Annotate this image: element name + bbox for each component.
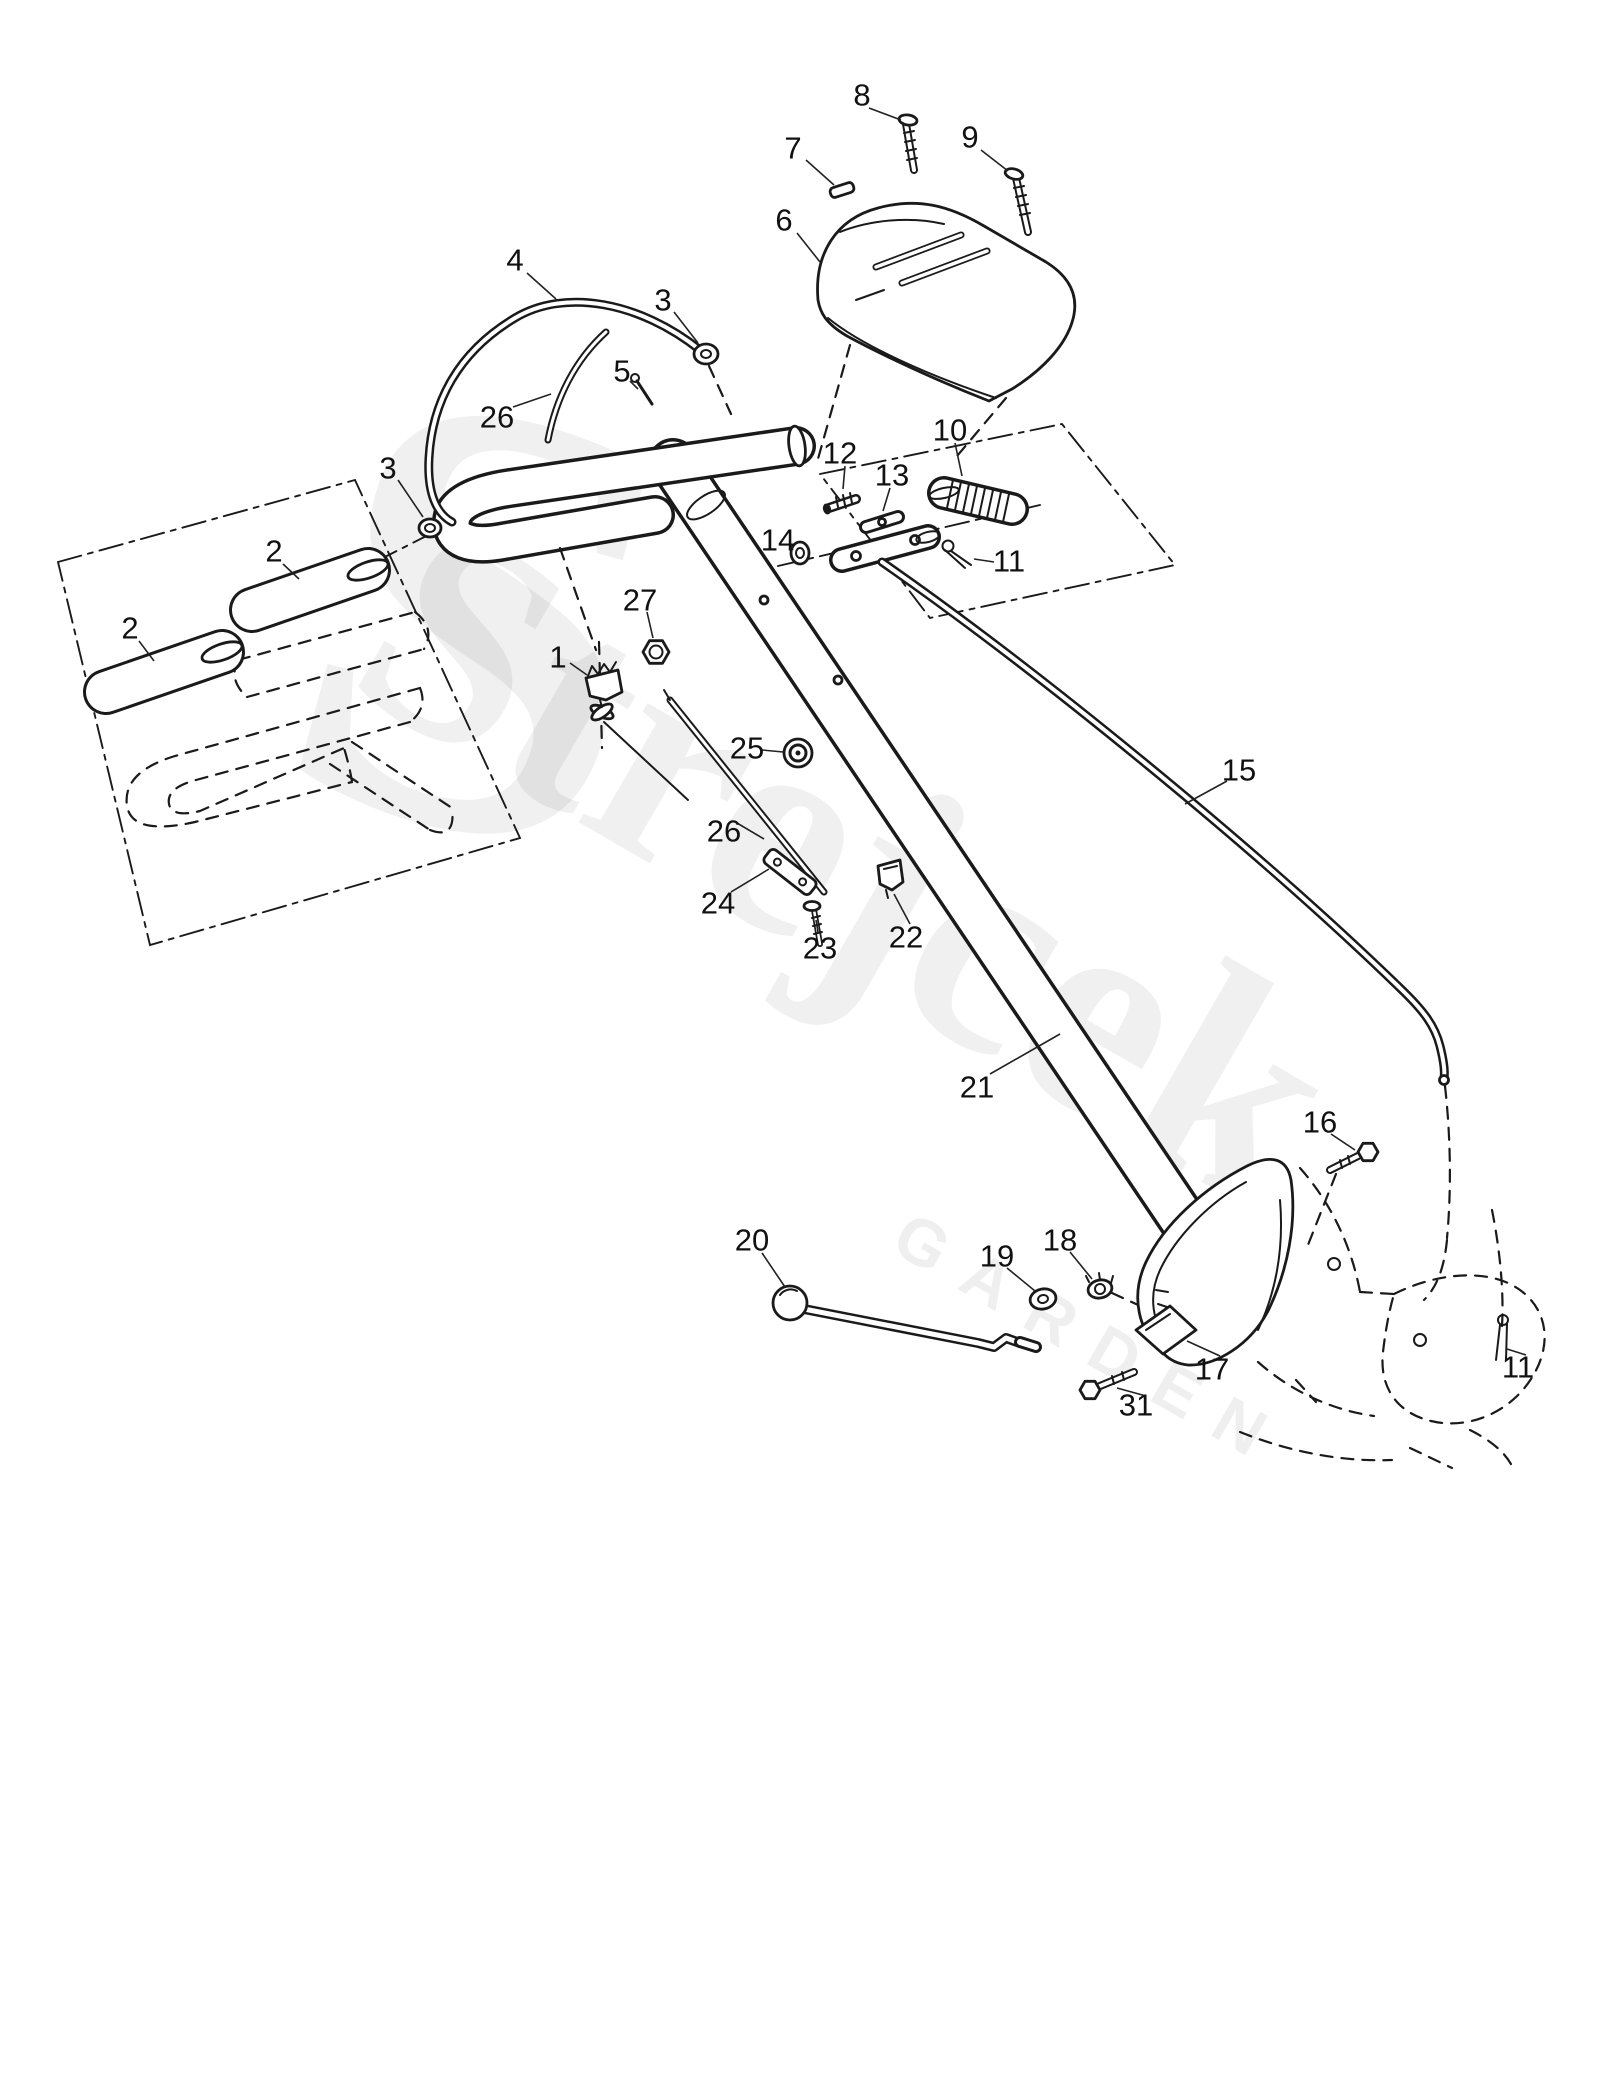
part-label-18: 18 bbox=[1043, 1223, 1077, 1258]
leader-line bbox=[1116, 1387, 1147, 1397]
part-label-4: 4 bbox=[506, 243, 523, 278]
plate-24 bbox=[762, 848, 818, 896]
part-label-11: 11 bbox=[993, 544, 1025, 579]
cotter-pin-small bbox=[630, 373, 654, 406]
inner-rod-lower bbox=[663, 689, 828, 896]
bolt-12 bbox=[822, 492, 861, 515]
cotter-pin-11 bbox=[941, 539, 972, 569]
leader-line bbox=[1006, 1267, 1036, 1292]
bolt-31 bbox=[1078, 1368, 1138, 1401]
part-label-17: 17 bbox=[1195, 1352, 1229, 1387]
washer-top-right bbox=[692, 342, 733, 416]
leader-line bbox=[868, 107, 902, 121]
hairpin-clip-11 bbox=[1495, 1314, 1509, 1361]
bolt-16 bbox=[1304, 1141, 1380, 1252]
leader-line bbox=[1330, 1133, 1356, 1151]
leader-line bbox=[282, 563, 300, 580]
leader-line bbox=[1184, 780, 1228, 805]
leader-line bbox=[1506, 1348, 1527, 1356]
leader-line bbox=[882, 487, 891, 512]
part-label-26: 26 bbox=[480, 400, 514, 435]
leader-line bbox=[1186, 1340, 1221, 1357]
leader-line bbox=[1069, 1251, 1093, 1280]
part-label-13: 13 bbox=[875, 458, 909, 493]
ribbed-grip-10 bbox=[927, 476, 1029, 526]
part-label-3: 3 bbox=[654, 283, 671, 318]
part-label-7: 7 bbox=[784, 131, 801, 166]
part-label-2: 2 bbox=[121, 611, 138, 646]
leader-line bbox=[730, 868, 770, 893]
part-label-10: 10 bbox=[933, 413, 967, 448]
part-label-9: 9 bbox=[961, 120, 978, 155]
bail-rod bbox=[424, 297, 705, 527]
part-label-6: 6 bbox=[775, 203, 792, 238]
part-label-25: 25 bbox=[730, 731, 764, 766]
grip-lower bbox=[83, 629, 245, 715]
leader-line bbox=[761, 749, 784, 753]
part-label-23: 23 bbox=[803, 931, 837, 966]
leader-line bbox=[736, 822, 765, 840]
left-assembly-boundary bbox=[56, 478, 522, 947]
leader-line bbox=[673, 311, 699, 344]
washer-left bbox=[417, 517, 443, 539]
leader-line bbox=[629, 380, 639, 390]
part-label-8: 8 bbox=[853, 78, 870, 113]
leader-line bbox=[138, 640, 155, 662]
part-label-14: 14 bbox=[761, 523, 795, 558]
leader-line bbox=[815, 919, 819, 933]
leader-line bbox=[526, 272, 557, 300]
grommet-25 bbox=[782, 737, 814, 769]
part-label-15: 15 bbox=[1222, 753, 1256, 788]
washer-19 bbox=[1028, 1287, 1058, 1311]
part-label-21: 21 bbox=[960, 1070, 994, 1105]
rod-end-stub bbox=[829, 524, 941, 573]
top-cover bbox=[816, 201, 1077, 403]
leader-line bbox=[796, 232, 821, 263]
part-label-31: 31 bbox=[1119, 1388, 1153, 1423]
leader-line bbox=[954, 442, 963, 477]
flange-nut-18 bbox=[1085, 1272, 1164, 1318]
leader-line bbox=[893, 893, 911, 925]
wedge-17 bbox=[1134, 1304, 1198, 1356]
leader-line bbox=[761, 1252, 786, 1288]
part-label-3: 3 bbox=[379, 451, 396, 486]
screw-8 bbox=[897, 113, 919, 174]
leader-line bbox=[789, 544, 794, 551]
leader-line bbox=[842, 465, 846, 490]
part-label-20: 20 bbox=[735, 1223, 769, 1258]
part-label-2: 2 bbox=[265, 534, 282, 569]
part-label-19: 19 bbox=[980, 1239, 1014, 1274]
lever-rod-15 bbox=[877, 557, 1451, 1240]
hex-nut-27 bbox=[641, 639, 671, 665]
part-label-26: 26 bbox=[707, 814, 741, 849]
part-label-5: 5 bbox=[613, 354, 630, 389]
part-label-1: 1 bbox=[549, 640, 566, 675]
shift-lever-20 bbox=[771, 1284, 1042, 1353]
leader-line bbox=[973, 558, 995, 563]
leader-line bbox=[512, 393, 552, 408]
leader-line bbox=[569, 662, 588, 676]
bushing-13 bbox=[859, 510, 905, 534]
part-label-27: 27 bbox=[623, 583, 657, 618]
part-label-11: 11 bbox=[1502, 1350, 1534, 1385]
leader-line bbox=[646, 611, 654, 639]
clip-7 bbox=[828, 181, 856, 199]
leader-line bbox=[397, 479, 424, 518]
grip-upper bbox=[229, 547, 391, 633]
clamp-bracket-1 bbox=[558, 546, 689, 801]
part-label-16: 16 bbox=[1303, 1105, 1337, 1140]
part-label-22: 22 bbox=[889, 920, 923, 955]
washer-14 bbox=[789, 540, 811, 566]
inner-rod-upper bbox=[544, 328, 610, 444]
clip-22 bbox=[876, 858, 905, 899]
leader-line bbox=[805, 159, 835, 186]
leader-line bbox=[980, 149, 1009, 172]
part-label-12: 12 bbox=[823, 436, 857, 471]
leader-line bbox=[989, 1033, 1061, 1075]
part-label-24: 24 bbox=[701, 886, 735, 921]
screw-9 bbox=[1003, 167, 1032, 236]
